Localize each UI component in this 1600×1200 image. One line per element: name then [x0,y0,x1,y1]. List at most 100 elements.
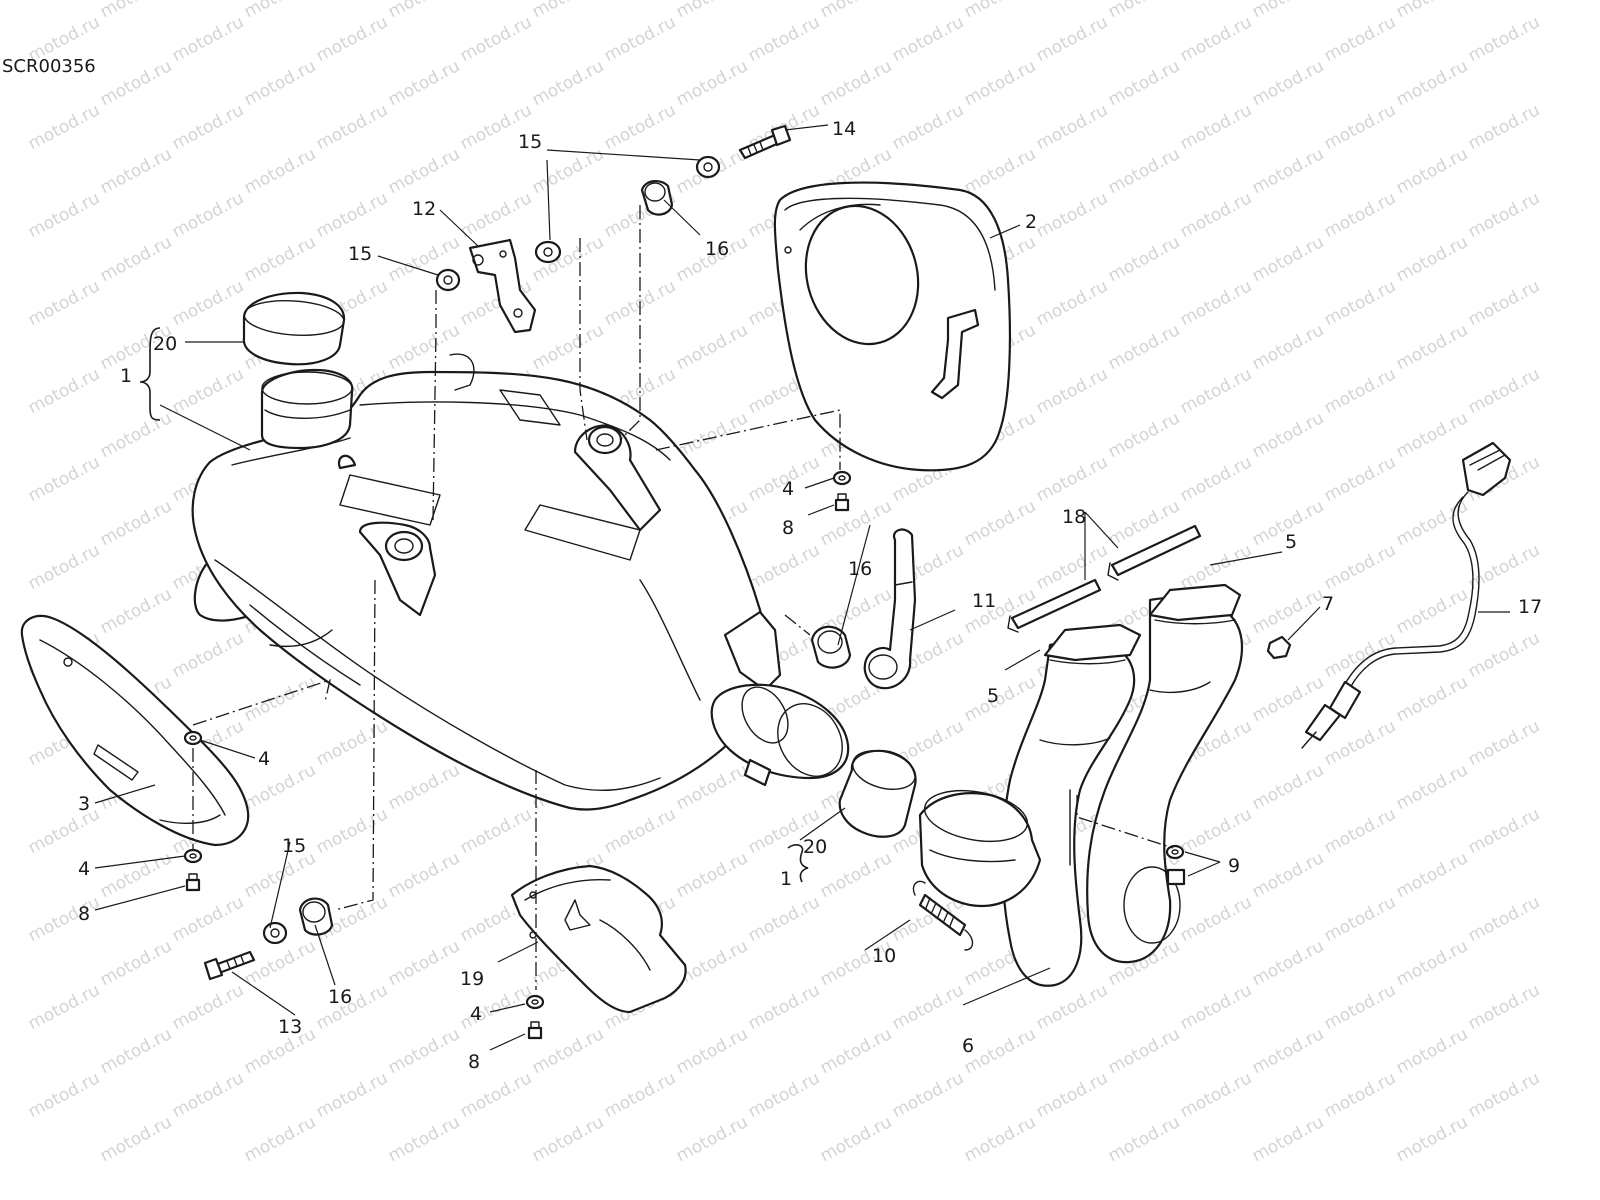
watermark-text: motod.ru [1393,584,1471,638]
watermark-text: motod.ru [25,188,103,242]
watermark-text: motod.ru [313,716,391,770]
callout-8-bottom: 8 [468,1051,480,1073]
part-washer-4-b [183,730,203,746]
watermark-text: motod.ru [745,12,823,66]
watermark-text: motod.ru [601,1068,679,1122]
part-washer-15-b [534,240,562,264]
watermark-text: motod.ru [241,848,319,902]
watermark-text: motod.ru [385,1112,463,1166]
part-lower-heat-shield-3 [20,614,250,847]
watermark-text: motod.ru [1321,892,1399,946]
watermark-text: motod.ru [1105,232,1183,286]
watermark-text: motod.ru [1033,980,1111,1034]
watermark-text: motod.ru [97,848,175,902]
watermark-text: motod.ru [169,364,247,418]
drawing-code: SCR00356 [2,56,96,77]
watermark-text: motod.ru [1465,364,1543,418]
watermark-text: motod.ru [1249,760,1327,814]
watermark-text: motod.ru [1321,1068,1399,1122]
part-clamp-ring-20-lower [838,749,917,838]
watermark-text: motod.ru [1393,56,1471,110]
watermark-text: motod.ru [745,980,823,1034]
watermark-text: motod.ru [745,540,823,594]
part-link-pipe-1-lower [918,789,1042,907]
watermark-text: motod.ru [1465,276,1543,330]
part-screw-8-c [527,1021,543,1040]
watermark-text: motod.ru [313,12,391,66]
watermark-text: motod.ru [1465,716,1543,770]
watermark-text: motod.ru [313,1068,391,1122]
watermark-text: motod.ru [961,144,1039,198]
part-bolt-14 [738,124,792,160]
watermark-text: motod.ru [601,12,679,66]
watermark-text: motod.ru [673,56,751,110]
part-washer-4-c [183,848,203,864]
watermark-text: motod.ru [313,100,391,154]
callout-2: 2 [1025,211,1037,233]
part-spring-10 [912,880,974,951]
callout-4-lower-shield: 4 [258,748,270,770]
watermark-text: motod.ru [1249,0,1327,22]
part-grommet-16-top [640,180,674,216]
watermark-text: motod.ru [889,12,967,66]
callout-14: 14 [832,118,856,140]
watermark-text: motod.ru [457,12,535,66]
watermark-text: motod.ru [25,452,103,506]
watermark-text: motod.ru [817,56,895,110]
callout-15-bracket: 15 [348,243,372,265]
watermark-text: motod.ru [1033,100,1111,154]
watermark-text: motod.ru [889,980,967,1034]
watermark-text: motod.ru [385,848,463,902]
watermark-text: motod.ru [97,496,175,550]
callout-19: 19 [460,968,484,990]
watermark-text: motod.ru [385,1024,463,1078]
watermark-text: motod.ru [1465,804,1543,858]
watermark-text: motod.ru [745,1068,823,1122]
callout-4-lower-left: 4 [78,858,90,880]
part-bolt-13 [203,950,256,981]
watermark-text: motod.ru [529,56,607,110]
watermark-text: motod.ru [1105,408,1183,462]
watermark-text: motod.ru [1177,1068,1255,1122]
watermark-text: motod.ru [97,144,175,198]
watermark-text: motod.ru [817,1112,895,1166]
callout-16-top: 16 [705,238,729,260]
watermark-text: motod.ru [1393,408,1471,462]
watermark-text: motod.ru [1393,672,1471,726]
watermark-text: motod.ru [1177,276,1255,330]
watermark-text: motod.ru [169,276,247,330]
part-nut-7 [1266,635,1292,660]
watermark-text: motod.ru [169,100,247,154]
watermark-text: motod.ru [1321,980,1399,1034]
watermark-text: motod.ru [97,584,175,638]
watermark-text: motod.ru [1105,1112,1183,1166]
callout-10: 10 [872,945,896,967]
part-mounting-bracket-12 [468,238,537,334]
watermark-text: motod.ru [961,1112,1039,1166]
watermark-text: motod.ru [1249,848,1327,902]
watermark-text: motod.ru [1249,408,1327,462]
watermark-text: motod.ru [1033,364,1111,418]
callout-18: 18 [1062,506,1086,528]
watermark-text: motod.ru [241,672,319,726]
watermark-text: motod.ru [1177,188,1255,242]
watermark-text: motod.ru [1393,1024,1471,1078]
assembly-lines [192,205,1174,990]
part-washer-screw-9 [1165,844,1186,886]
watermark-text: motod.ru [97,408,175,462]
watermark-text: motod.ru [169,628,247,682]
watermark-text: motod.ru [1033,540,1111,594]
part-grommet-16-middle [810,625,852,669]
watermark-text: motod.ru [1033,188,1111,242]
callout-8-heat-shield: 8 [782,517,794,539]
part-gasket-18-left [1007,578,1102,633]
watermark-text: motod.ru [385,936,463,990]
watermark-text: motod.ru [1177,804,1255,858]
callout-11: 11 [972,590,996,612]
watermark-text: motod.ru [1249,1024,1327,1078]
watermark-text: motod.ru [529,0,607,22]
watermark-text: motod.ru [385,56,463,110]
watermark-text: motod.ru [169,980,247,1034]
callout-labels: 20 1 2 3 4 4 4 4 5 5 6 7 8 8 8 9 10 11 1… [78,118,1542,1073]
watermark-text: motod.ru [25,276,103,330]
